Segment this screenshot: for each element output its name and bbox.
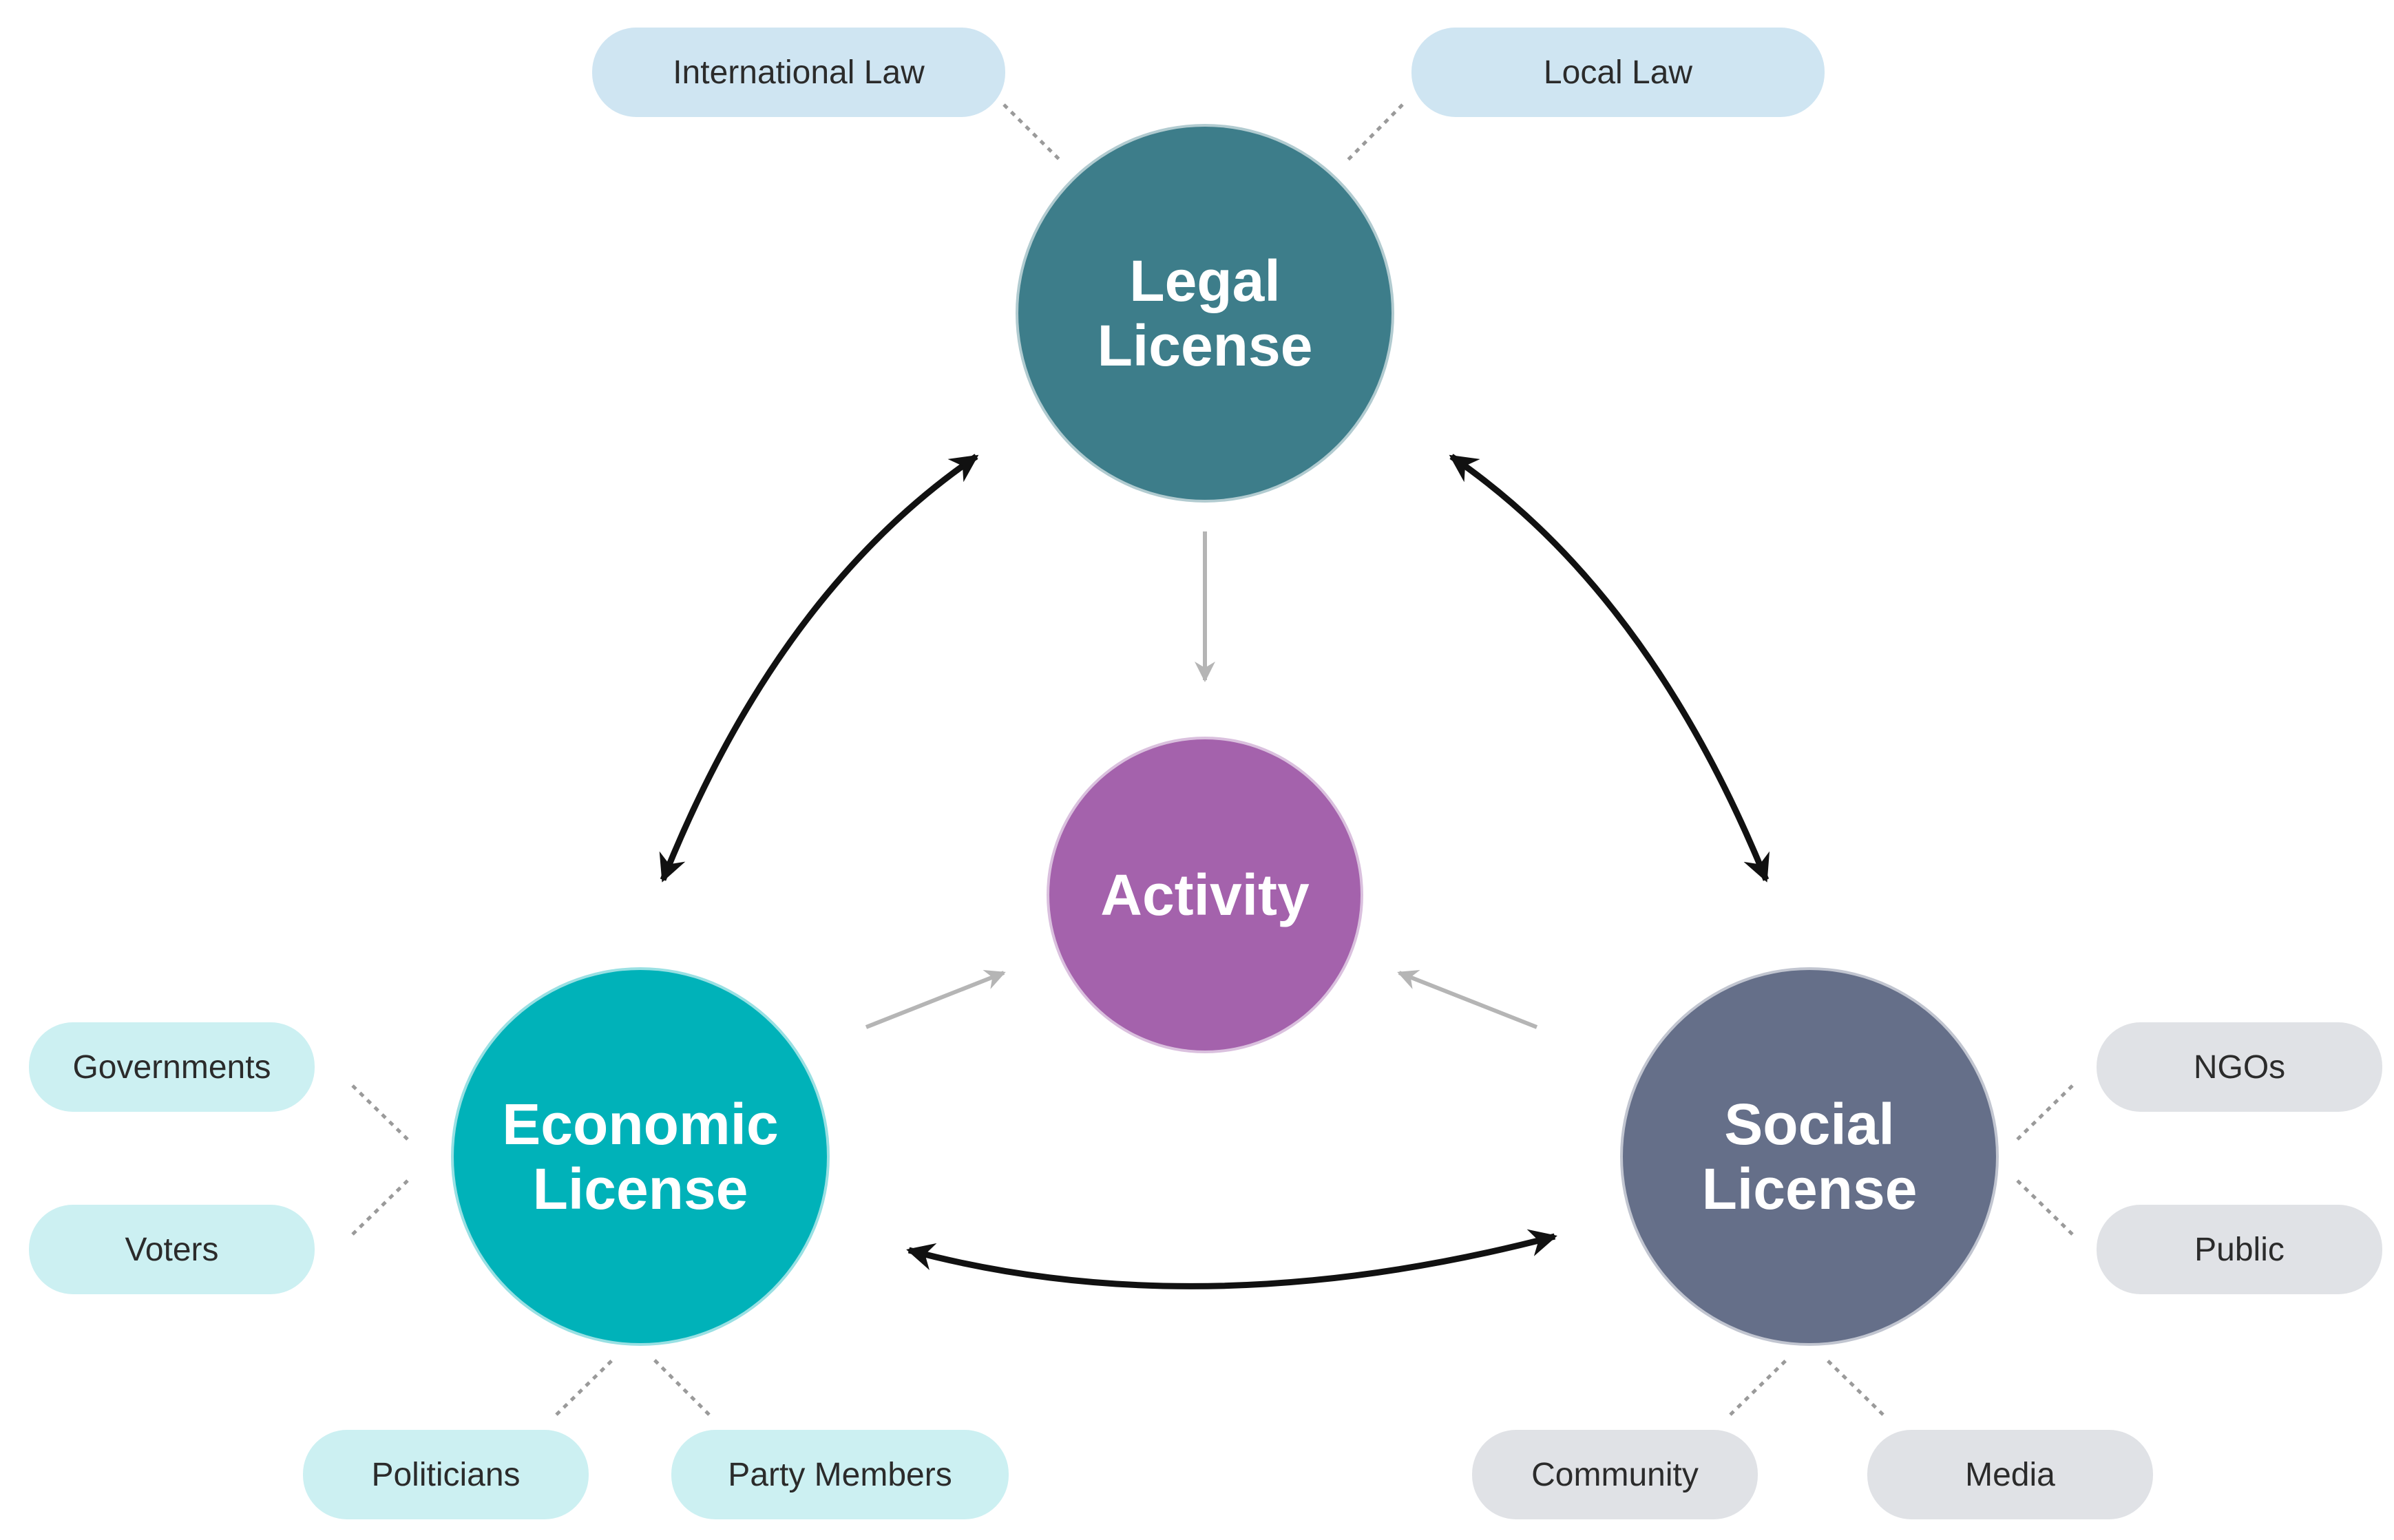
legal-license-line1: Legal xyxy=(1129,248,1281,313)
dotted-line-local-law xyxy=(1345,103,1404,163)
stakeholder-label: Community xyxy=(1531,1456,1699,1493)
arrow-social-to-activity xyxy=(1397,969,1538,1029)
arrow-economic-social xyxy=(906,1229,1557,1289)
dotted-line-international-law xyxy=(1002,103,1063,163)
dotted-line-community xyxy=(1729,1358,1788,1416)
social-license-node: Social License xyxy=(1620,967,1999,1346)
arrow-economic-to-activity xyxy=(865,969,1006,1029)
stakeholder-governments: Governments xyxy=(29,1022,315,1112)
economic-license-node: Economic License xyxy=(451,967,830,1346)
activity-label: Activity xyxy=(1100,863,1309,927)
dotted-line-media xyxy=(1825,1358,1884,1416)
stakeholder-politicians: Politicians xyxy=(303,1430,589,1519)
economic-license-line2: License xyxy=(532,1157,748,1221)
economic-license-line1: Economic xyxy=(502,1091,779,1157)
stakeholder-public: Public xyxy=(2097,1205,2382,1294)
stakeholder-community: Community xyxy=(1472,1430,1758,1519)
stakeholder-label: Public xyxy=(2194,1231,2285,1268)
stakeholder-label: Local Law xyxy=(1543,54,1693,91)
social-license-line1: Social xyxy=(1724,1091,1895,1157)
arrow-legal-economic xyxy=(659,454,979,883)
economic-license-label: Economic License xyxy=(502,1092,778,1221)
stakeholder-label: Party Members xyxy=(728,1456,952,1493)
stakeholder-voters: Voters xyxy=(29,1205,315,1294)
stakeholder-label: International Law xyxy=(673,54,925,91)
dotted-line-ngos xyxy=(2016,1084,2074,1141)
dotted-line-politicians xyxy=(555,1358,614,1416)
activity-node: Activity xyxy=(1047,737,1363,1053)
legal-license-label: Legal License xyxy=(1098,249,1313,378)
social-license-line2: License xyxy=(1701,1157,1918,1221)
dotted-connectors xyxy=(351,103,2074,1416)
activity-label-text: Activity xyxy=(1100,862,1310,927)
stakeholder-international-law: International Law xyxy=(592,28,1005,117)
arrow-legal-social xyxy=(1449,454,1770,883)
stakeholder-local-law: Local Law xyxy=(1411,28,1825,117)
stakeholder-label: Governments xyxy=(72,1048,271,1086)
legal-license-node: Legal License xyxy=(1016,124,1394,503)
dotted-line-public xyxy=(2016,1179,2074,1236)
dotted-line-governments xyxy=(351,1084,409,1141)
stakeholder-ngos: NGOs xyxy=(2097,1022,2382,1112)
stakeholder-label: Media xyxy=(1965,1456,2055,1493)
legal-license-line2: License xyxy=(1097,313,1313,378)
dotted-line-party-members xyxy=(653,1358,711,1416)
stakeholder-label: Voters xyxy=(125,1231,219,1268)
stakeholder-media: Media xyxy=(1867,1430,2153,1519)
stakeholder-label: Politicians xyxy=(371,1456,521,1493)
stakeholder-label: NGOs xyxy=(2193,1048,2286,1086)
stakeholder-party-members: Party Members xyxy=(671,1430,1009,1519)
social-license-label: Social License xyxy=(1702,1092,1918,1221)
dotted-line-voters xyxy=(351,1179,409,1236)
